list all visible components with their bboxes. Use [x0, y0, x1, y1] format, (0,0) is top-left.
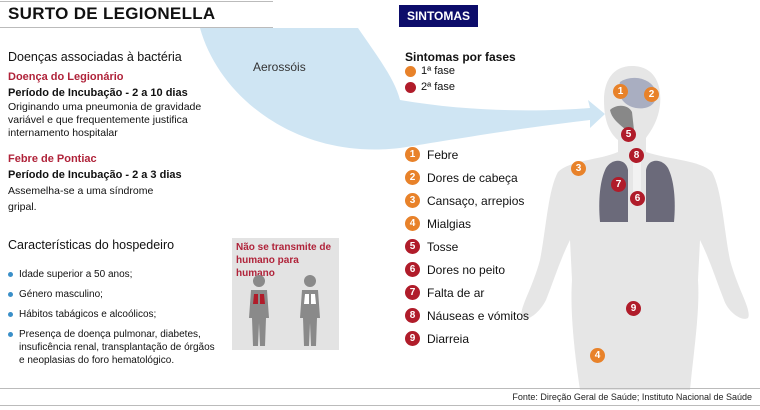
symptom-number-badge: 9 [405, 331, 420, 346]
orange-dot-icon [405, 65, 416, 77]
body-marker-2: 2 [644, 87, 659, 102]
disease-description: Assemelha-se a uma síndrome gripal. [8, 183, 153, 215]
diseases-heading: Doenças associadas à bactéria [8, 50, 182, 64]
desc-line: internamento hospitalar [8, 127, 118, 139]
symptom-label: Dores no peito [427, 262, 506, 277]
desc-line: Assemelha-se a uma síndrome [8, 185, 154, 197]
divider [0, 388, 760, 389]
body-marker-9: 9 [626, 301, 641, 316]
disease-name: Doença do Legionário [8, 71, 124, 83]
symptom-label: Náuseas e vómitos [427, 308, 530, 323]
symptom-label: Tosse [427, 239, 459, 254]
transmission-note: Não se transmite de humano para humano [236, 242, 332, 279]
body-marker-4: 4 [590, 348, 605, 363]
host-heading: Características do hospedeiro [8, 238, 175, 252]
symptom-item: 3 Cansaço, arrepios [405, 193, 524, 208]
incubation-period: Período de Incubação - 2 a 3 dias [8, 169, 182, 181]
symptom-number-badge: 2 [405, 170, 420, 185]
symptom-number-badge: 3 [405, 193, 420, 208]
symptom-item: 5 Tosse [405, 239, 458, 254]
symptom-item: 2 Dores de cabeça [405, 170, 518, 185]
symptom-label: Dores de cabeça [427, 170, 518, 185]
transmission-box: Não se transmite de humano para humano [232, 238, 339, 350]
symptom-item: 7 Falta de ar [405, 285, 484, 300]
legend-label: 2ª fase [421, 81, 456, 93]
red-dot-icon [405, 81, 416, 93]
disease-description: Originando uma pneumonia de gravidade va… [8, 101, 201, 140]
legend-label: 1ª fase [421, 65, 456, 77]
legend-phase-2: 2ª fase [405, 81, 455, 93]
host-list: Idade superior a 50 anos; Género masculi… [8, 268, 223, 374]
body-marker-1: 1 [613, 84, 628, 99]
symptom-label: Falta de ar [427, 285, 485, 300]
legend-title: Sintomas por fases [405, 50, 516, 64]
symptom-label: Diarreia [427, 331, 470, 346]
body-marker-5: 5 [621, 127, 636, 142]
body-marker-6: 6 [630, 191, 645, 206]
symptom-item: 8 Náuseas e vómitos [405, 308, 529, 323]
page-title: SURTO DE LEGIONELLA [8, 4, 216, 23]
symptom-label: Mialgias [427, 216, 472, 231]
desc-line: Originando uma pneumonia de gravidade [8, 101, 202, 113]
two-humans-icon [249, 275, 320, 346]
symptom-number-badge: 1 [405, 147, 420, 162]
symptom-item: 6 Dores no peito [405, 262, 505, 277]
desc-line: gripal. [8, 201, 37, 213]
symptoms-badge: SINTOMAS [399, 5, 478, 27]
symptom-label: Febre [427, 147, 459, 162]
list-item: Hábitos tabágicos e alcoólicos; [8, 308, 223, 321]
symptom-label: Cansaço, arrepios [427, 193, 525, 208]
divider [0, 405, 760, 406]
symptom-number-badge: 5 [405, 239, 420, 254]
symptom-item: 4 Mialgias [405, 216, 471, 231]
symptom-number-badge: 7 [405, 285, 420, 300]
body-marker-7: 7 [611, 177, 626, 192]
source-text: Fonte: Direção Geral de Saúde; Instituto… [512, 392, 752, 402]
aerosol-label: Aerossóis [253, 60, 306, 74]
body-marker-8: 8 [629, 148, 644, 163]
list-item: Género masculino; [8, 288, 223, 301]
symptom-item: 9 Diarreia [405, 331, 469, 346]
symptom-number-badge: 4 [405, 216, 420, 231]
desc-line: variável e que frequentemente justifica [8, 114, 188, 126]
legend-phase-1: 1ª fase [405, 65, 455, 77]
list-item: Presença de doença pulmonar, diabetes, i… [8, 328, 223, 367]
symptom-item: 1 Febre [405, 147, 458, 162]
divider [0, 27, 273, 28]
symptom-number-badge: 6 [405, 262, 420, 277]
symptom-number-badge: 8 [405, 308, 420, 323]
disease-name: Febre de Pontiac [8, 153, 97, 165]
body-marker-3: 3 [571, 161, 586, 176]
incubation-period: Período de Incubação - 2 a 10 dias [8, 87, 188, 99]
list-item: Idade superior a 50 anos; [8, 268, 223, 281]
divider [0, 1, 273, 2]
